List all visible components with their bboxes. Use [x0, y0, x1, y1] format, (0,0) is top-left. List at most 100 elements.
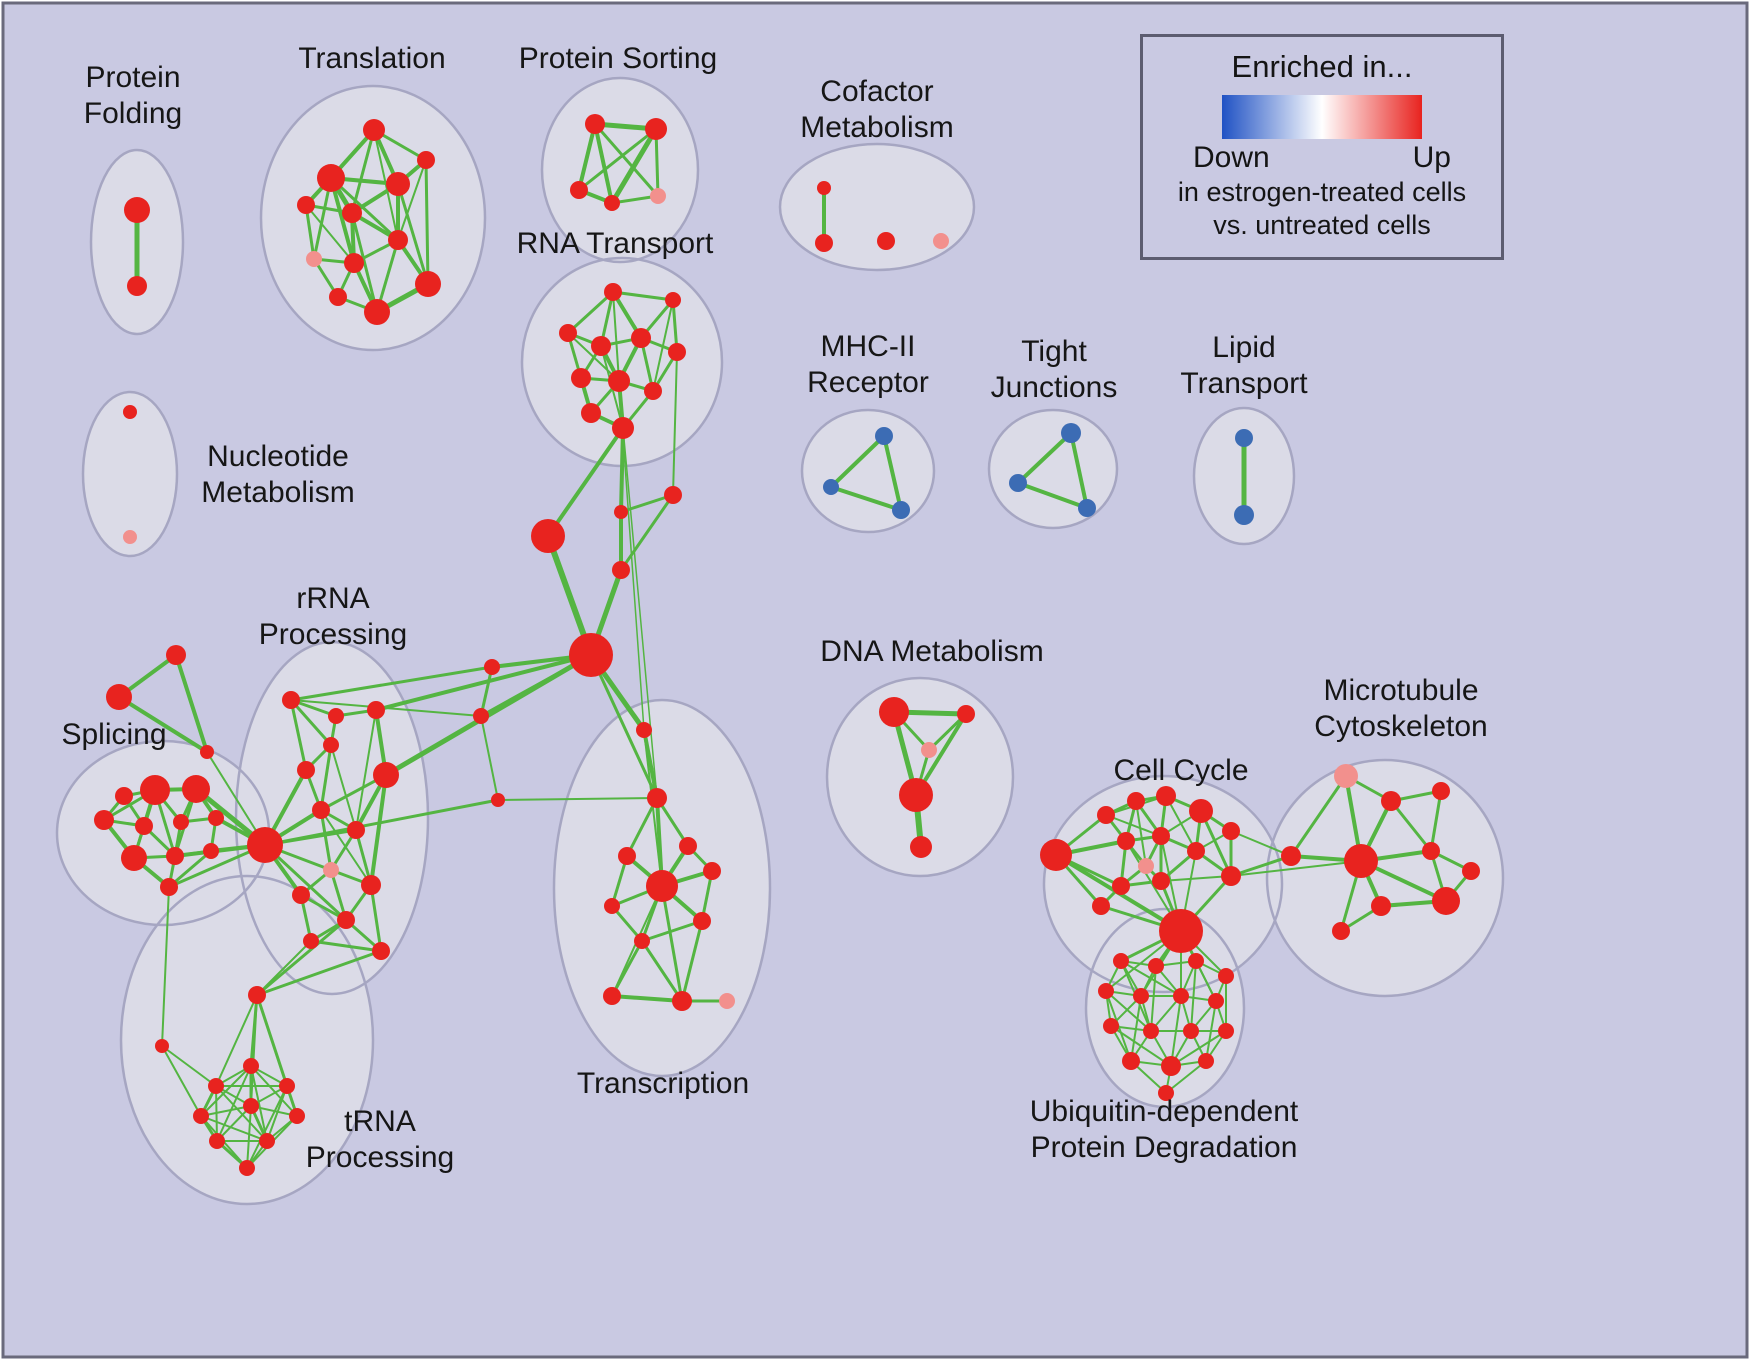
- gene-set-node: [665, 292, 681, 308]
- gene-set-node: [1432, 782, 1450, 800]
- gene-set-node: [1117, 832, 1135, 850]
- gene-set-node: [1221, 866, 1241, 886]
- edge-120-121: [1160, 875, 1232, 882]
- gene-set-node: [248, 986, 266, 1004]
- edge-6-11: [396, 182, 430, 286]
- gene-set-node: [115, 787, 133, 805]
- edge-37-38: [829, 485, 903, 512]
- edge-59-65: [263, 843, 348, 922]
- edge-96-102: [660, 884, 684, 1003]
- gene-set-node: [1159, 909, 1203, 953]
- gene-set-node: [1098, 983, 1114, 999]
- cluster-outline-cofactor-metabolism: [778, 142, 976, 272]
- gene-set-node: [815, 234, 833, 252]
- gene-set-node: [608, 370, 630, 392]
- gene-set-node: [123, 530, 137, 544]
- edge-86-91: [266, 1085, 288, 1142]
- gene-set-node: [933, 233, 949, 249]
- edge-111-118: [1135, 800, 1147, 867]
- gene-set-node: [1218, 1023, 1234, 1039]
- cluster-outline-protein-sorting: [540, 76, 700, 264]
- cluster-outline-transcription: [552, 698, 772, 1078]
- edge-14-17: [593, 122, 614, 205]
- gene-set-node: [1152, 872, 1170, 890]
- gene-set-node: [879, 697, 909, 727]
- gene-set-node: [1432, 887, 1460, 915]
- edge-5-12: [350, 211, 379, 314]
- gene-set-node: [1371, 896, 1391, 916]
- edge-125-129: [1389, 799, 1433, 853]
- gene-set-node: [323, 737, 339, 753]
- cluster-outline-trna-processing: [119, 874, 375, 1206]
- edge-36-37: [829, 434, 886, 489]
- edge-77-78: [167, 849, 213, 889]
- gene-set-node: [208, 810, 224, 826]
- cluster-label-protein-folding: Protein: [85, 61, 180, 94]
- gene-set-node: [1143, 1023, 1159, 1039]
- edge-84-89: [250, 1065, 298, 1117]
- edge-88-92: [246, 1105, 252, 1169]
- cluster-area-splicing: [57, 741, 269, 925]
- edge-33-93: [622, 427, 658, 799]
- gene-set-node: [323, 862, 339, 878]
- gene-set-node: [531, 519, 565, 553]
- gene-set-node: [328, 708, 344, 724]
- edge-44-45: [619, 493, 675, 514]
- gene-set-node: [612, 417, 634, 439]
- gene-set-node: [581, 403, 601, 423]
- edge-23-24: [611, 290, 675, 302]
- gene-set-node: [1158, 1085, 1174, 1101]
- edge-14-18: [593, 122, 660, 198]
- gene-set-node: [127, 276, 147, 296]
- edge-101-102: [610, 994, 684, 1003]
- gene-set-node: [1218, 968, 1234, 984]
- gene-set-node: [200, 745, 214, 759]
- gene-set-node: [312, 801, 330, 819]
- gene-set-node: [1148, 958, 1164, 974]
- gene-set-node: [957, 705, 975, 723]
- gene-set-node: [94, 810, 114, 830]
- gene-set-node: [571, 368, 591, 388]
- legend-up-label: Up: [1412, 141, 1451, 174]
- edge-7-10: [397, 159, 427, 241]
- gene-set-node: [1183, 1023, 1199, 1039]
- cluster-outline-tight-junctions: [987, 408, 1119, 530]
- edge-48-55: [374, 653, 593, 712]
- gene-set-node: [417, 151, 435, 169]
- edge-49-53: [289, 665, 494, 702]
- edge-79-81: [174, 653, 209, 754]
- edge-80-81: [117, 695, 209, 754]
- gene-set-node: [303, 933, 319, 949]
- edge-85-91: [215, 1085, 268, 1142]
- gene-set-node: [1040, 839, 1072, 871]
- gene-set-node: [386, 172, 410, 196]
- gene-set-node: [1161, 1056, 1181, 1076]
- edge-44-47: [619, 493, 675, 572]
- edge-126-129: [1429, 789, 1443, 853]
- gene-set-node: [569, 633, 613, 677]
- gene-set-node: [664, 486, 682, 504]
- edge-39-41: [1069, 431, 1089, 510]
- gene-set-node: [1208, 993, 1224, 1009]
- edge-15-18: [654, 127, 660, 198]
- gene-set-node: [208, 1078, 224, 1094]
- gene-set-node: [292, 886, 310, 904]
- cluster-label-dna-metabolism: DNA Metabolism: [820, 635, 1043, 668]
- gene-set-node: [644, 382, 662, 400]
- edge-136-144: [1190, 960, 1197, 1032]
- gene-set-node: [899, 778, 933, 812]
- gene-set-node: [1334, 764, 1358, 788]
- edge-86-92: [246, 1085, 288, 1169]
- edge-64-67: [369, 883, 383, 953]
- edge-15-17: [609, 126, 659, 206]
- gene-set-node: [193, 1108, 209, 1124]
- gene-set-node: [1061, 423, 1081, 443]
- edge-53-57: [289, 698, 308, 772]
- cluster-label-mhc-ii-receptor: MHC-II: [821, 330, 916, 363]
- gene-set-node: [618, 847, 636, 865]
- gene-set-node: [591, 336, 611, 356]
- edge-4-9: [305, 204, 355, 264]
- edge-28-44: [672, 351, 678, 496]
- gene-set-node: [361, 875, 381, 895]
